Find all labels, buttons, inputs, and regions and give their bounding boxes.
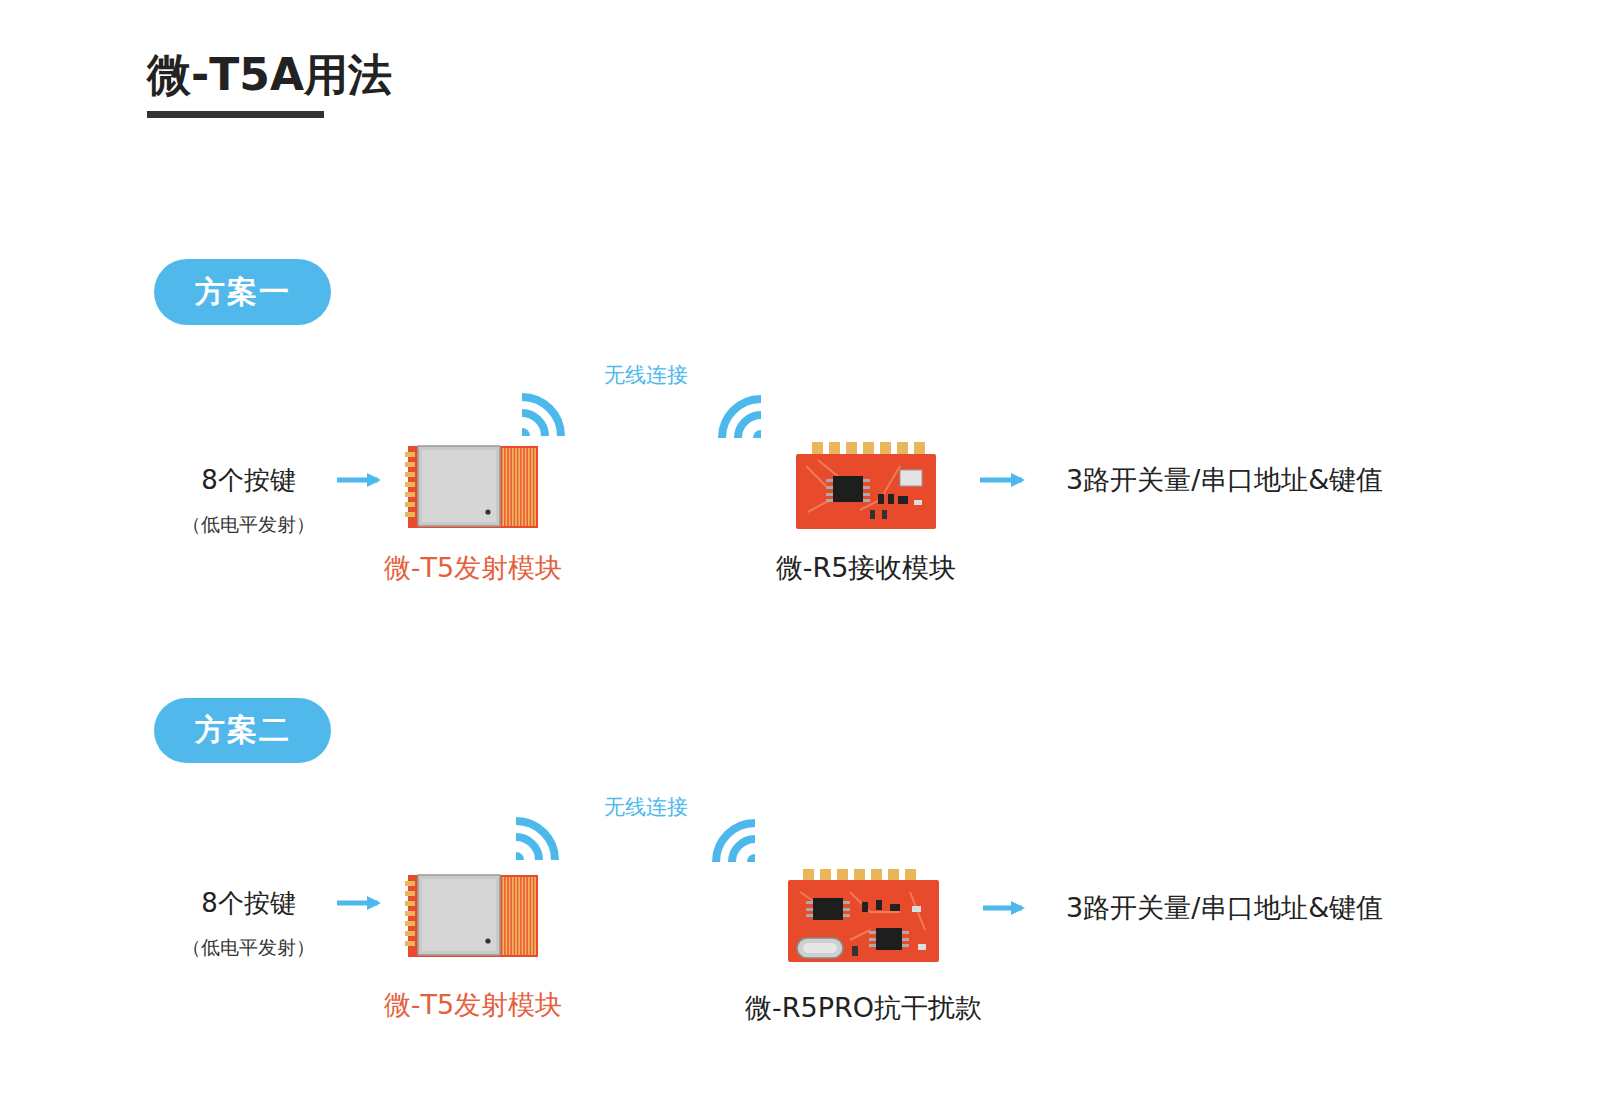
wireless-label: 无线连接 — [604, 361, 688, 389]
t5-module-image — [405, 875, 538, 957]
flow-arrow — [337, 478, 378, 483]
wireless-icon — [522, 397, 561, 436]
input-note: （低电平发射） — [160, 512, 337, 536]
input-group: 8个按键 （低电平发射） — [160, 885, 337, 965]
scheme-pill: 方案二 — [154, 698, 331, 763]
input-group: 8个按键 （低电平发射） — [160, 462, 337, 542]
module-box: 微-T5发射模块 — [408, 446, 538, 528]
wireless-icon — [722, 399, 761, 438]
module-name: 微-T5发射模块 — [384, 987, 562, 1023]
scheme-label: 方案一 — [195, 272, 291, 313]
module-name: 微-R5PRO抗干扰款 — [745, 990, 982, 1026]
r5pro-module-image — [788, 869, 939, 962]
module-box: 微-R5PRO抗干扰款 — [788, 869, 939, 962]
module-name: 微-R5接收模块 — [776, 550, 957, 586]
input-label: 8个按键 — [160, 462, 337, 498]
output-group: 3路开关量/串口地址&键值 — [1066, 462, 1411, 498]
title-underline — [147, 111, 324, 118]
diagram-title: 微-T5A用法 — [147, 50, 392, 100]
scheme-pill: 方案一 — [154, 259, 331, 325]
wireless-label: 无线连接 — [604, 793, 688, 821]
wireless-icon — [516, 821, 555, 860]
input-label: 8个按键 — [160, 885, 337, 921]
flow-arrow — [337, 901, 378, 906]
module-name: 微-T5发射模块 — [384, 550, 562, 586]
t5-module-image — [405, 446, 538, 528]
r5-module-image — [796, 442, 936, 529]
scheme-label: 方案二 — [195, 710, 291, 751]
flow-arrow — [980, 478, 1022, 483]
flow-arrow — [983, 906, 1022, 911]
wireless-icon — [716, 823, 755, 862]
input-note: （低电平发射） — [160, 935, 337, 959]
output-group: 3路开关量/串口地址&键值 — [1066, 890, 1411, 926]
output-label: 3路开关量/串口地址&键值 — [1066, 462, 1411, 498]
module-box: 微-T5发射模块 — [408, 875, 538, 959]
output-label: 3路开关量/串口地址&键值 — [1066, 890, 1411, 926]
module-box: 微-R5接收模块 — [796, 442, 936, 529]
